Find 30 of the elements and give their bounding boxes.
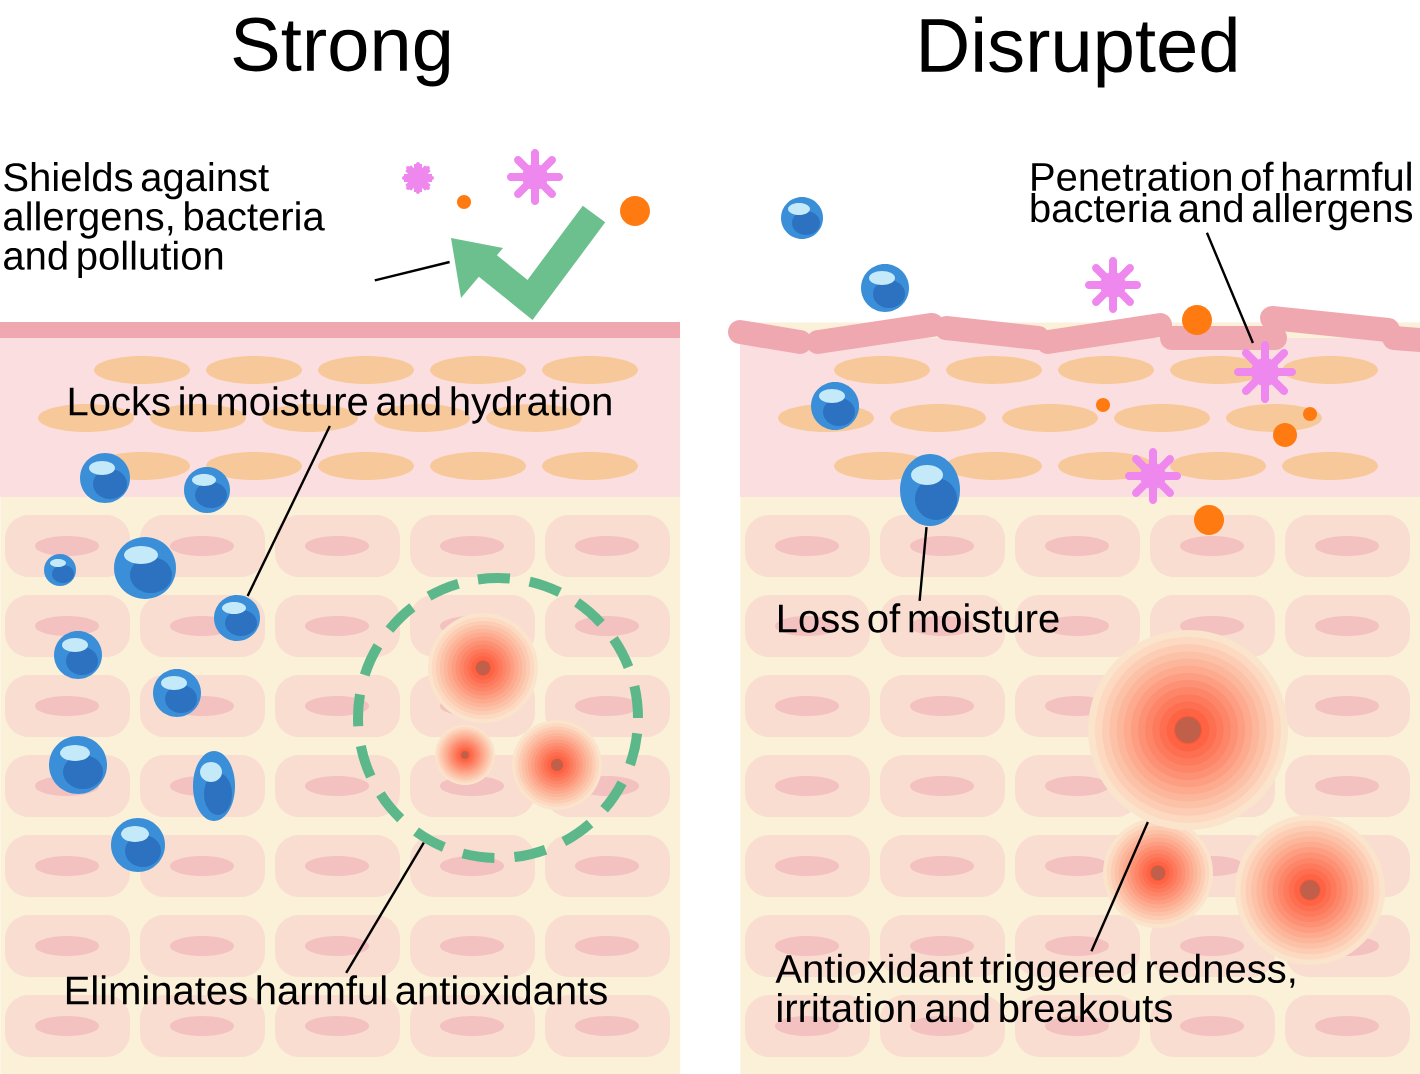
water-droplet: [54, 631, 102, 679]
water-droplet: [44, 554, 76, 586]
water-droplet: [811, 382, 859, 430]
water-droplet: [781, 197, 823, 239]
annotation-text: Loss of moisture: [779, 603, 1059, 633]
leader-line: [1090, 821, 1149, 952]
water-droplet: [80, 453, 130, 503]
water-droplet: [184, 467, 230, 513]
check-arrow-drawing: [451, 205, 606, 321]
panel-heading: Strong: [233, 17, 450, 87]
annotation-text: Locks in moisture and hydration: [69, 386, 611, 424]
leader-line: [345, 841, 425, 974]
annotation-text: Eliminates harmful antioxidants: [66, 975, 607, 1005]
water-droplet: [111, 818, 165, 872]
annotation-text: Penetration of harmful bacteria and allergens: [1031, 161, 1413, 231]
water-droplet: [193, 751, 235, 821]
water-droplet: [900, 454, 960, 526]
leader-line: [918, 527, 928, 601]
panel-heading: Disrupted: [921, 16, 1236, 88]
annotation-text: Shields against allergens, bacteria and pollution: [4, 162, 325, 278]
water-droplet: [214, 595, 260, 641]
germ-icon: [1234, 341, 1296, 403]
dashed-ring: [353, 573, 643, 863]
water-droplet: [114, 537, 176, 599]
annotation-text: Antioxidant triggered redness, irritation and breakouts: [775, 953, 1295, 1023]
leader-line: [1205, 232, 1255, 344]
leader-line: [374, 260, 450, 282]
water-droplet: [49, 736, 107, 794]
water-droplet: [861, 264, 909, 312]
water-droplet: [153, 669, 201, 717]
